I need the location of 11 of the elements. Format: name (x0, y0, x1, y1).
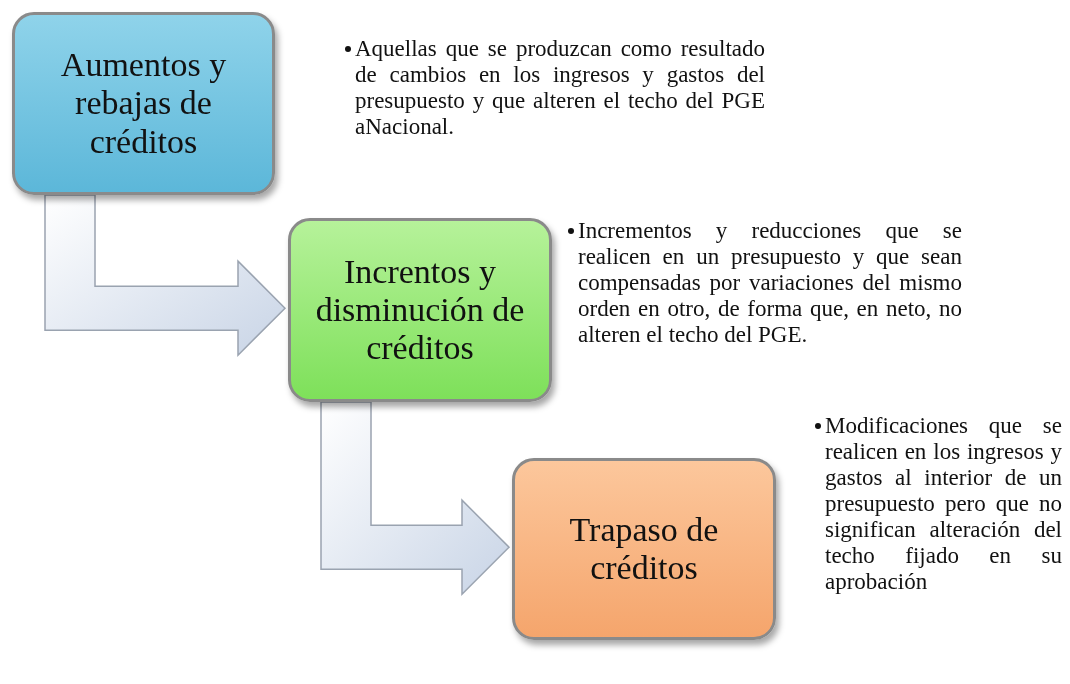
box-label: Trapaso de créditos (568, 510, 720, 588)
bullet-text: Modificaciones que se realicen en los ingresos y gastos al interior de un presupuesto pero que no significan alteración del techo fijado en su aprobación (825, 413, 1062, 595)
box-label: Aumentos y rebajas de créditos (59, 46, 228, 161)
block-arrow (320, 401, 511, 596)
rounded-box (12, 12, 275, 195)
bullet-text: Aquellas que se produzcan como resultado de cambios en los ingresos y gastos del presupuesto y que alteren el techo del PGE aNacional. (355, 36, 765, 140)
rounded-box (288, 218, 552, 402)
rounded-box (512, 458, 776, 640)
box-label: Increntos y disminución de créditos (314, 252, 526, 368)
block-arrow (44, 194, 287, 357)
bullet-text: Incrementos y reducciones que se realicen en un presupuesto y que sean compensadas por variaciones del mismo orden en otro, de forma que, en neto, no alteren el techo del PGE. (578, 218, 962, 348)
